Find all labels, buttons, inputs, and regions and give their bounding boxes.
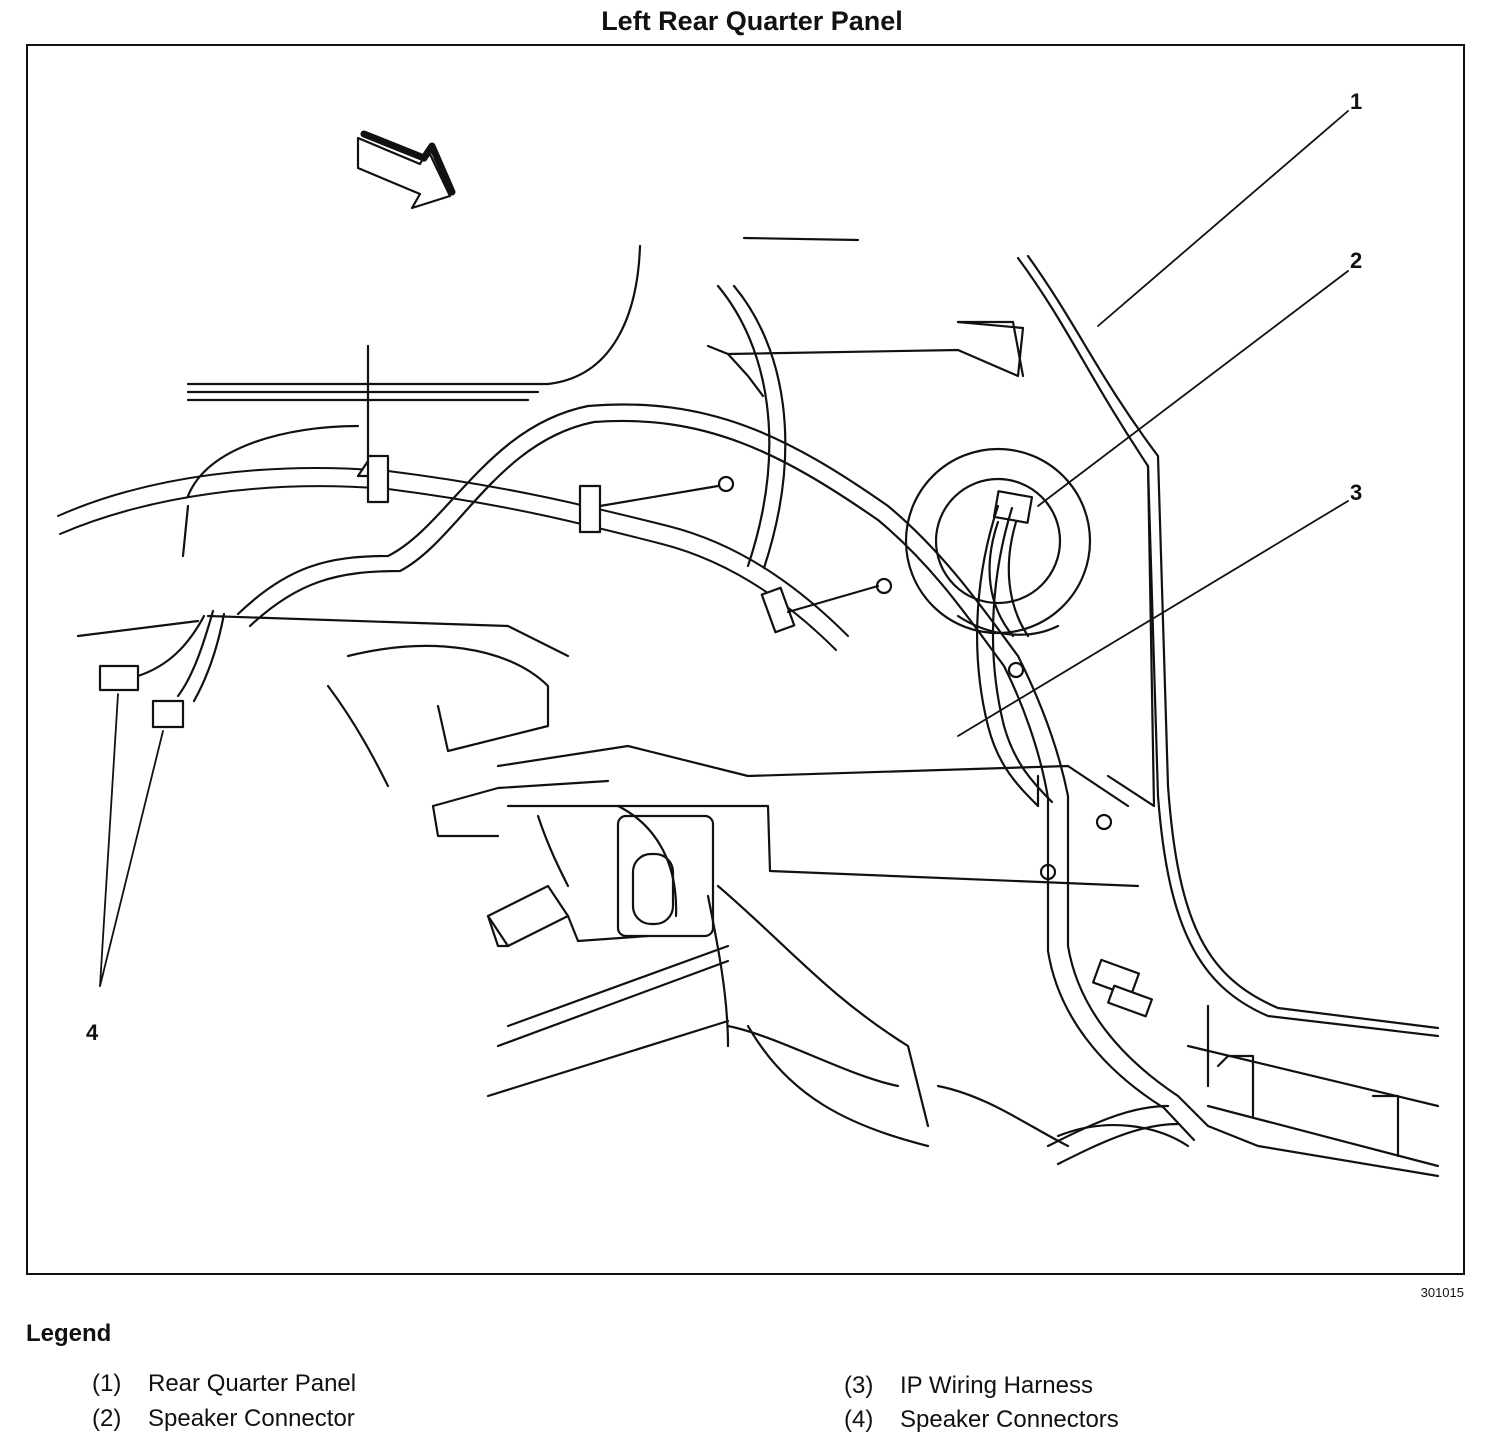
figure-id: 301015 (1420, 1285, 1464, 1300)
diagram-frame: 1 2 3 4 (26, 44, 1465, 1275)
callout-leaders (99, 110, 1349, 987)
callout-2: 2 (1350, 248, 1362, 273)
legend-item-number: (3) (844, 1372, 874, 1399)
speaker-opening (904, 447, 1092, 636)
legend-item-number: (2) (92, 1405, 122, 1432)
direction-arrow-icon (356, 130, 456, 210)
legend-item-number: (4) (844, 1406, 874, 1433)
legend-heading: Legend (26, 1320, 112, 1347)
callout-3: 3 (1350, 480, 1362, 505)
legend-item: (3) IP Wiring Harness (844, 1372, 1093, 1400)
callout-4: 4 (86, 1020, 99, 1045)
diagram-title: Left Rear Quarter Panel (601, 6, 903, 36)
corrugated-loom (57, 467, 849, 651)
ip-wiring-harness (236, 284, 1210, 1166)
legend-item-number: (1) (92, 1370, 122, 1397)
legend-item: (2) Speaker Connector (92, 1405, 355, 1433)
legend-item-label: IP Wiring Harness (900, 1372, 1093, 1399)
legend-item-label: Speaker Connector (148, 1405, 355, 1432)
legend-item: (1) Rear Quarter Panel (92, 1370, 356, 1398)
callout-1: 1 (1350, 89, 1362, 114)
legend-item: (4) Speaker Connectors (844, 1406, 1119, 1434)
legend-item-label: Speaker Connectors (900, 1406, 1119, 1433)
legend-item-label: Rear Quarter Panel (148, 1370, 357, 1397)
harness-illustration: 1 2 3 4 (57, 89, 1440, 1178)
speaker-harness-branch (98, 609, 226, 729)
speaker-connector (988, 490, 1034, 638)
